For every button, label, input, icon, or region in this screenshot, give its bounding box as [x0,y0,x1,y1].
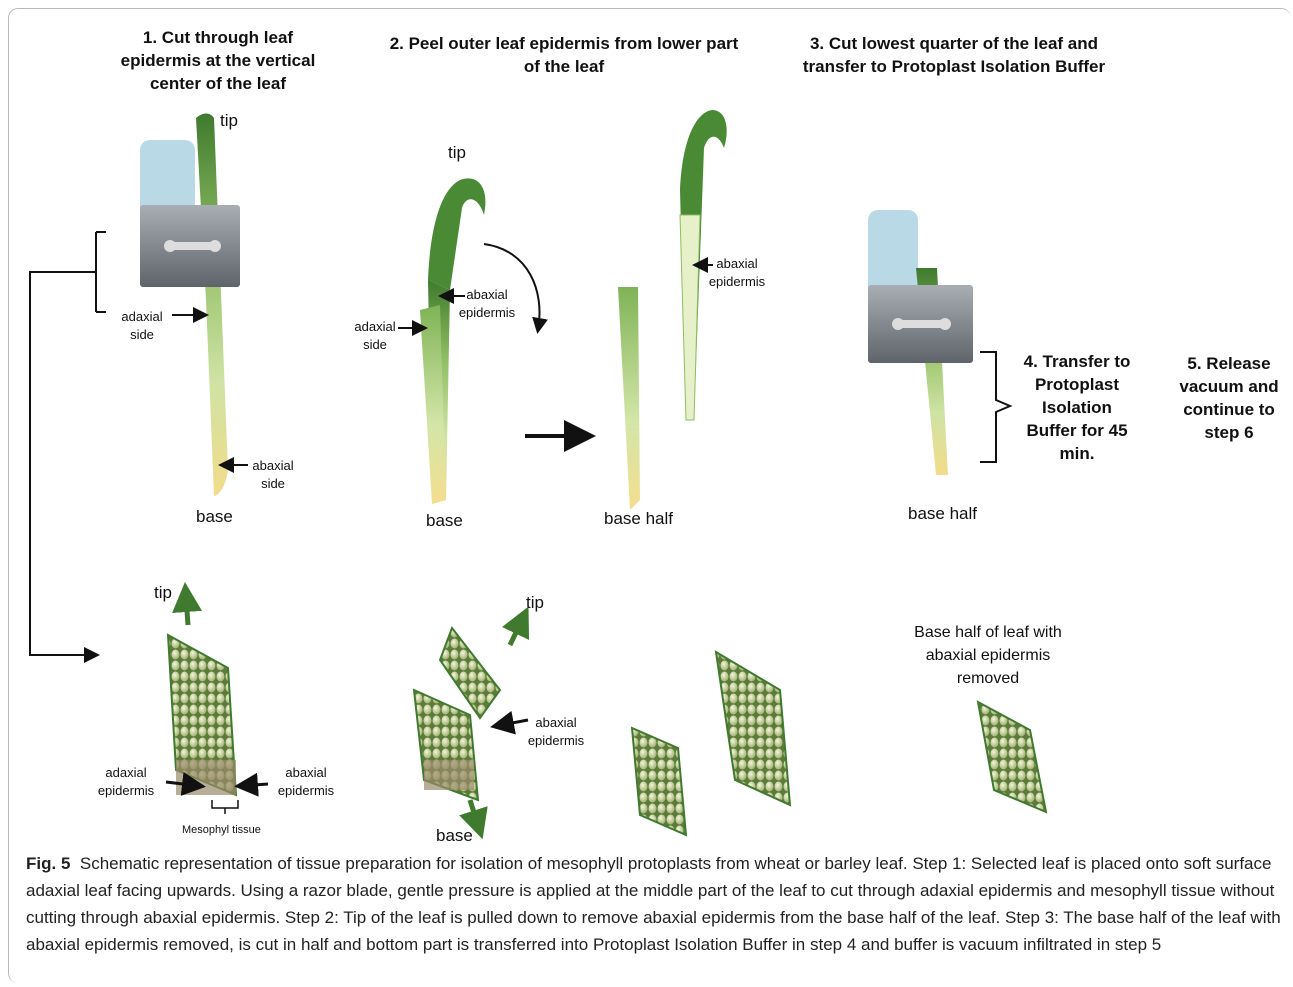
abaxial-epidermis-label-block2: abaxial epidermis [524,714,588,750]
label-line: side [116,326,168,344]
tissue-block-1 [166,597,268,814]
label-line: side [248,475,298,493]
label-line: epidermis [456,304,518,322]
base-label-step2: base [426,509,463,532]
figure-caption: Fig. 5 Schematic representation of tissu… [26,850,1281,958]
tip-label-block1: tip [154,581,172,604]
tissue-block-4 [978,702,1046,812]
label-line: abaxial [456,286,518,304]
caption-text: Schematic representation of tissue prepa… [26,854,1281,954]
abaxial-epidermis-label-block1: abaxial epidermis [274,764,338,800]
step4-label: 4. Transfer to Protoplast Isolation Buff… [1018,350,1136,465]
adaxial-side-label-step1: adaxial side [116,308,168,344]
step5-line4: step 6 [1172,421,1286,444]
label-line: removed [898,667,1078,690]
label-line: epidermis [524,732,588,750]
step1-line1: 1. Cut through leaf [118,26,318,49]
leaf-tip-step2 [428,178,485,290]
tip-label-step1: tip [220,109,238,132]
base-half-label-step3: base half [908,502,977,525]
step3-title: 3. Cut lowest quarter of the leaf and tr… [800,32,1108,78]
tip-label-block2: tip [526,591,544,614]
step3-leaf-illustration [868,210,1010,475]
label-line: abaxial [524,714,588,732]
step1-title: 1. Cut through leaf epidermis at the ver… [118,26,318,95]
figure-label: Fig. 5 [26,854,70,873]
leaf-base-half-step2 [618,287,640,510]
step4-line5: min. [1018,442,1136,465]
tip-label-step2: tip [448,141,466,164]
label-line: abaxial [248,457,298,475]
step4-line2: Protoplast [1018,373,1136,396]
abaxial-epidermis-label-step2: abaxial epidermis [456,286,518,322]
label-line: adaxial [350,318,400,336]
step5-line3: continue to [1172,398,1286,421]
step4-line3: Isolation [1018,396,1136,419]
label-line: Base half of leaf with [898,621,1078,644]
label-line: abaxial [274,764,338,782]
adaxial-epidermis-label-block1: adaxial epidermis [94,764,158,800]
abaxial-epidermis-label-peeled: abaxial epidermis [706,255,768,291]
label-line: side [350,336,400,354]
leaf-step1 [196,114,228,497]
base-label-block2: base [436,824,473,847]
step3-line2: transfer to Protoplast Isolation Buffer [800,55,1108,78]
tissue-block-2 [414,620,528,825]
step4-line4: Buffer for 45 [1018,419,1136,442]
adaxial-side-label-step2: adaxial side [350,318,400,354]
label-line: epidermis [94,782,158,800]
step2-leaf-illustration [398,110,727,510]
step2-title: 2. Peel outer leaf epidermis from lower … [382,32,746,78]
label-line: abaxial epidermis [898,644,1078,667]
step1-leaf-illustration [30,114,248,656]
step2-line1: 2. Peel outer leaf epidermis from lower … [382,32,746,55]
step5-label: 5. Release vacuum and continue to step 6 [1172,352,1286,444]
step1-line2: epidermis at the vertical [118,49,318,72]
abaxial-side-label-step1: abaxial side [248,457,298,493]
label-line: epidermis [274,782,338,800]
step1-line3: center of the leaf [118,72,318,95]
base-half-removed-label: Base half of leaf with abaxial epidermis… [898,621,1078,690]
base-label-step1: base [196,505,233,528]
step4-line1: 4. Transfer to [1018,350,1136,373]
base-half-label-step2: base half [604,507,673,530]
step3-line1: 3. Cut lowest quarter of the leaf and [800,32,1108,55]
label-line: epidermis [706,273,768,291]
step5-line2: vacuum and [1172,375,1286,398]
label-line: adaxial [116,308,168,326]
mesophyl-tissue-label: Mesophyl tissue [182,822,261,838]
step5-line1: 5. Release [1172,352,1286,375]
tissue-block-3 [632,652,790,835]
step2-line2: of the leaf [382,55,746,78]
label-line: abaxial [706,255,768,273]
label-line: adaxial [94,764,158,782]
